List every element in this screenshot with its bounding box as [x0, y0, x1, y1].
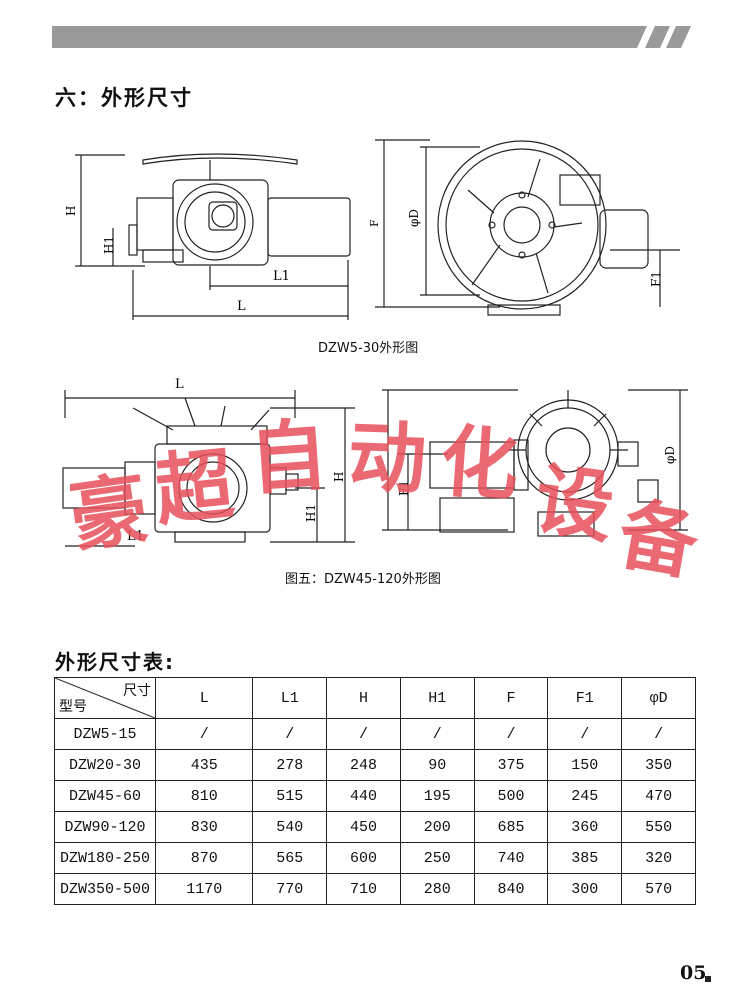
dim-label-F: F — [370, 219, 381, 227]
table-row: DZW20-30 435 278 248 90 375 150 350 — [54, 749, 696, 781]
value-cell: / — [252, 718, 328, 750]
value-cell: 280 — [399, 873, 475, 905]
value-cell: 515 — [252, 780, 328, 812]
corner-cell: 尺寸 型号 — [54, 677, 156, 719]
column-header: L — [154, 677, 254, 719]
table-row: DZW45-60 810 515 440 195 500 245 470 — [54, 780, 696, 812]
column-header: H1 — [399, 677, 475, 719]
table-row: DZW5-15 / / / / / / / — [54, 718, 696, 750]
value-cell: 195 — [399, 780, 475, 812]
value-cell: 90 — [399, 749, 475, 781]
dim-label-F1-2: F1 — [397, 480, 411, 496]
model-cell: DZW5-15 — [54, 718, 156, 750]
value-cell: / — [154, 718, 254, 750]
dim-label-F1: F1 — [649, 271, 663, 287]
model-cell: DZW350-500 — [54, 873, 156, 905]
svg-text:设: 设 — [529, 455, 619, 555]
value-cell: 830 — [154, 811, 254, 843]
model-cell: DZW20-30 — [54, 749, 156, 781]
fig1-caption: DZW5-30外形图 — [318, 341, 419, 356]
value-cell: 375 — [473, 749, 549, 781]
column-header: L1 — [252, 677, 328, 719]
model-cell: DZW180-250 — [54, 842, 156, 874]
value-cell: 870 — [154, 842, 254, 874]
value-cell: 450 — [326, 811, 401, 843]
fig2-front-view: F1 φD — [382, 389, 688, 537]
dim-label-H-2: H — [332, 472, 346, 482]
value-cell: 435 — [154, 749, 254, 781]
dim-label-D-2: φD — [663, 446, 677, 464]
table-title: 外形尺寸表: — [55, 650, 175, 674]
dim-label-H1-2: H1 — [304, 504, 318, 522]
value-cell: 810 — [154, 780, 254, 812]
model-cell: DZW90-120 — [54, 811, 156, 843]
value-cell: 710 — [326, 873, 401, 905]
column-header: F — [473, 677, 549, 719]
dim-label-H: H — [64, 206, 78, 216]
page-marker — [705, 976, 711, 982]
value-cell: 320 — [621, 842, 696, 874]
value-cell: / — [621, 718, 696, 750]
value-cell: 248 — [326, 749, 401, 781]
corner-label-size: 尺寸 — [123, 683, 151, 699]
fig2-caption: 图五：DZW45-120外形图 — [285, 572, 441, 587]
value-cell: 840 — [473, 873, 549, 905]
value-cell: 740 — [473, 842, 549, 874]
value-cell: 500 — [473, 780, 549, 812]
dim-label-D: φD — [407, 209, 421, 227]
value-cell: 570 — [621, 873, 696, 905]
column-header: φD — [621, 677, 696, 719]
table-row: DZW180-250 870 565 600 250 740 385 320 — [54, 842, 696, 874]
value-cell: 200 — [399, 811, 475, 843]
value-cell: 770 — [252, 873, 328, 905]
value-cell: 600 — [326, 842, 401, 874]
value-cell: 250 — [399, 842, 475, 874]
dimensions-table: 尺寸 型号 L L1 H H1 F F1 φD DZW5-15 / / / / … — [54, 677, 696, 905]
value-cell: 550 — [621, 811, 696, 843]
value-cell: 150 — [547, 749, 623, 781]
dim-label-L1-2: L1 — [127, 529, 144, 544]
value-cell: / — [399, 718, 475, 750]
value-cell: / — [547, 718, 623, 750]
svg-text:备: 备 — [612, 489, 705, 585]
value-cell: / — [326, 718, 401, 750]
table-header-row: 尺寸 型号 L L1 H H1 F F1 φD — [54, 677, 696, 719]
svg-text:豪: 豪 — [70, 464, 154, 564]
value-cell: 278 — [252, 749, 328, 781]
column-header: H — [326, 677, 401, 719]
svg-text:超: 超 — [151, 440, 239, 538]
value-cell: 300 — [547, 873, 623, 905]
value-cell: 385 — [547, 842, 623, 874]
svg-text:动: 动 — [347, 415, 428, 506]
table-row: DZW90-120 830 540 450 200 685 360 550 — [54, 811, 696, 843]
dim-label-L1: L1 — [273, 269, 290, 284]
value-cell: 360 — [547, 811, 623, 843]
value-cell: 565 — [252, 842, 328, 874]
value-cell: 440 — [326, 780, 401, 812]
value-cell: / — [473, 718, 549, 750]
svg-text:自: 自 — [247, 415, 331, 506]
fig2-side-view: L L1 H H1 — [62, 378, 355, 547]
column-header: F1 — [547, 677, 623, 719]
page-number: 05 — [680, 962, 707, 984]
dim-label-L: L — [237, 299, 246, 314]
table-row: DZW350-500 1170 770 710 280 840 300 570 — [54, 873, 696, 905]
corner-label-model: 型号 — [59, 699, 87, 715]
value-cell: 1170 — [154, 873, 254, 905]
header-banner — [52, 26, 691, 48]
fig1-side-view: H H1 L1 L — [64, 153, 351, 320]
value-cell: 685 — [473, 811, 549, 843]
value-cell: 470 — [621, 780, 696, 812]
value-cell: 540 — [252, 811, 328, 843]
value-cell: 245 — [547, 780, 623, 812]
svg-text:化: 化 — [437, 417, 521, 512]
model-cell: DZW45-60 — [54, 780, 156, 812]
company-watermark: 豪 超 自 动 化 设 备 — [70, 415, 705, 585]
fig1-front-view: F φD F1 — [370, 139, 680, 316]
dim-label-H1: H1 — [102, 236, 116, 254]
value-cell: 350 — [621, 749, 696, 781]
section-title: 六：外形尺寸 — [55, 86, 193, 110]
dim-label-L-2: L — [175, 378, 184, 392]
